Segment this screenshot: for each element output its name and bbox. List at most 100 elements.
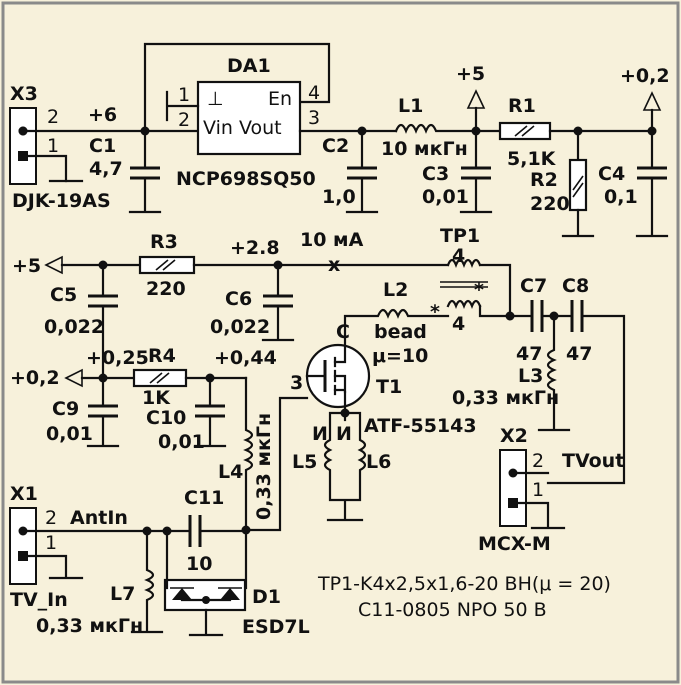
net-plus044: +0,44 [214,347,277,369]
r1-resistor [498,121,552,141]
c4-value: 0,1 [604,186,638,208]
l2-value: bead [374,321,427,343]
net-plus5-b: +5 [12,255,41,277]
c7-value: 47 [516,343,542,365]
l7-ref: L7 [110,583,135,605]
c2-value: 1,0 [322,186,356,208]
net-plus025: +0,25 [86,347,149,369]
t1-part: ATF-55143 [364,415,477,437]
net-plus5-a: +5 [456,63,485,85]
x2-net: TVout [562,450,624,472]
l3-ref: L3 [518,365,543,387]
x2-ref: X2 [500,425,528,447]
c8-ref: C8 [562,275,589,297]
note-c11: C11-0805 NPO 50 В [358,599,547,621]
t1-src-i2: И [336,423,352,445]
net-current: 10 мА [300,229,364,251]
amplifier-section: +5 R3 220 +2.8 10 мА x C5 0,022 C6 0,022… [10,225,626,535]
l6-ref: L6 [366,451,391,473]
note-tp1: TP1-K4x2,5x1,6-20 ВН(μ = 20) [317,573,611,595]
x1-net: AntIn [70,507,128,529]
x3-part: DJK-19AS [12,190,111,212]
r4-ref: R4 [148,345,176,367]
x3-ref: X3 [10,83,38,105]
c9-ref: C9 [52,398,79,420]
tp1-ref: TP1 [440,225,480,247]
d1-ref: D1 [252,586,281,608]
da1-en-label: En [268,88,292,110]
r2-value: 220 [530,193,570,215]
l1-value: 10 мкГн [381,138,468,160]
da1-pin3: 3 [308,107,320,129]
c9-value: 0,01 [46,423,93,445]
r2-ref: R2 [530,169,558,191]
c1-ref: C1 [89,135,116,157]
c2-ref: C2 [322,135,349,157]
l5-ref: L5 [292,451,317,473]
r4-value: 1K [142,387,171,409]
c3-ref: C3 [422,163,449,185]
net-plus02-a: +0,2 [620,65,670,87]
d1-part: ESD7L [242,616,310,638]
c8-value: 47 [566,343,592,365]
svg-text:*: * [430,301,440,323]
l7-value: 0,33 мкГн [36,615,143,637]
x3-pin2: 2 [47,106,59,128]
c3-value: 0,01 [422,186,469,208]
da1-ref: DA1 [227,55,271,77]
input-section: X1 2 1 AntIn TV_In C11 10 L7 0,33 мкГн D… [9,425,624,638]
t1-pin3: 3 [290,372,303,394]
c11-value: 10 [186,553,212,575]
c10-value: 0,01 [158,431,205,453]
c6-value: 0,022 [210,316,270,338]
x2-part: MCX-M [478,533,551,555]
da1-vin-vout: Vin Vout [203,117,282,139]
l2-mu: μ=10 [372,345,428,367]
t1-ref: T1 [376,376,402,398]
x2-pin2: 2 [532,450,544,472]
r1-value: 5,1K [507,148,557,170]
x1-ref: X1 [10,483,38,505]
tp1-turns-a: 4 [452,245,465,267]
net-cross: x [328,254,340,276]
c1-value: 4,7 [89,158,123,180]
l1-ref: L1 [398,95,423,117]
x3-connector [9,107,37,185]
da1-gnd-pin-label: ⊥ [207,88,224,110]
x2-pin1: 1 [532,479,544,501]
x3-pin1: 1 [47,135,59,157]
l4-value: 0,33 мкГн [253,413,275,520]
c11-ref: C11 [184,487,224,509]
c6-ref: C6 [225,288,252,310]
r3-ref: R3 [150,231,178,253]
r4-resistor [132,368,188,388]
r3-value: 220 [146,278,186,300]
c4-ref: C4 [598,163,625,185]
tp1-turns-b: 4 [452,313,465,335]
net-plus02-b: +0,2 [10,367,60,389]
x1-pin1: 1 [45,532,57,554]
x1-pin2: 2 [45,507,57,529]
r2-resistor [568,158,588,212]
c10-ref: C10 [146,407,186,429]
c5-value: 0,022 [44,316,104,338]
c7-ref: C7 [520,275,547,297]
da1-pin4: 4 [308,82,320,104]
da1-pin2: 2 [178,109,190,131]
da1-ic [196,80,302,156]
net-plus6: +6 [88,104,117,126]
t1-pin-c: C [336,321,350,343]
c5-ref: C5 [50,284,77,306]
x1-connector [9,507,37,585]
power-section: X3 2 1 DJK-19AS +6 C1 4,7 DA1 ⊥ En Vin V… [9,42,670,238]
da1-part: NCP698SQ50 [176,168,316,190]
l4-ref: L4 [218,461,243,483]
r1-ref: R1 [508,95,536,117]
x2-connector [499,449,527,527]
t1-src-i1: И [312,423,328,445]
net-plus28: +2.8 [230,237,280,259]
r3-resistor [138,255,196,275]
svg-text:*: * [474,279,484,301]
